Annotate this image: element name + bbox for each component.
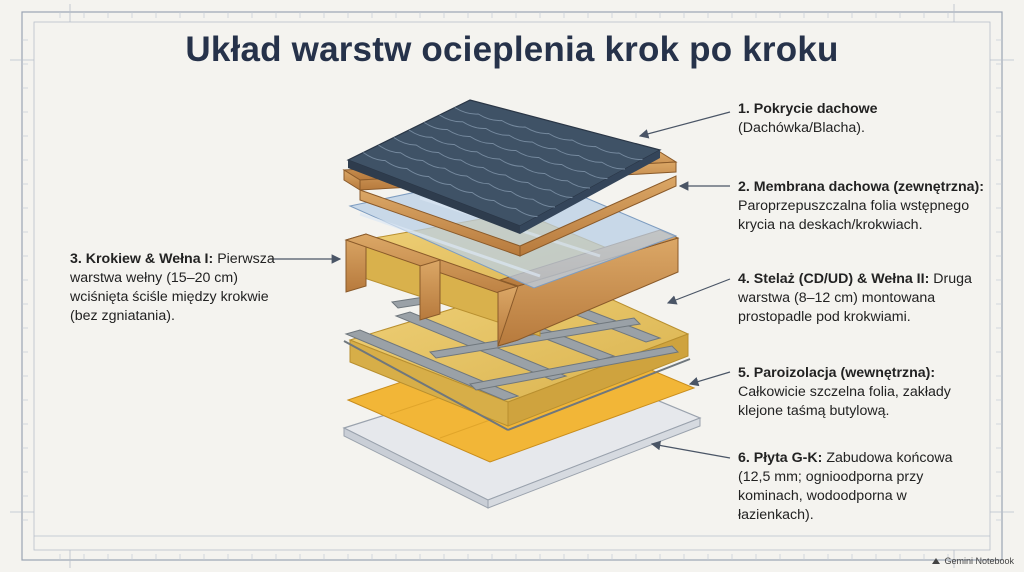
label-membrane: 2. Membrana dachowa (zewnętrzna): Paropr… (738, 179, 984, 233)
leader-4 (666, 278, 731, 305)
label-profiles-wool: 4. Stelaż (CD/UD) & Wełna II: Druga wars… (738, 271, 972, 325)
page-title: Układ warstw ocieplenia krok po kroku (185, 30, 839, 69)
leader-1 (638, 111, 731, 139)
leader-lines (270, 111, 731, 459)
brand-badge: Gemini Notebook (931, 556, 1014, 566)
label-drywall: 6. Płyta G-K: Zabudowa końcowa (12,5 mm;… (738, 450, 953, 523)
leader-5 (688, 371, 731, 387)
gemini-notebook-icon (932, 558, 941, 564)
layer-roof-tiles (346, 99, 662, 234)
label-rafters-wool: 3. Krokiew & Wełna I: Pierwsza warstwa w… (70, 251, 275, 324)
leader-6 (650, 440, 731, 459)
label-vapor-barrier: 5. Paroizolacja (wewnętrzna): Całkowicie… (738, 365, 951, 419)
brand-name: Gemini Notebook (944, 556, 1014, 566)
label-roof-covering: 1. Pokrycie dachowe(Dachówka/Blacha). (738, 101, 878, 136)
